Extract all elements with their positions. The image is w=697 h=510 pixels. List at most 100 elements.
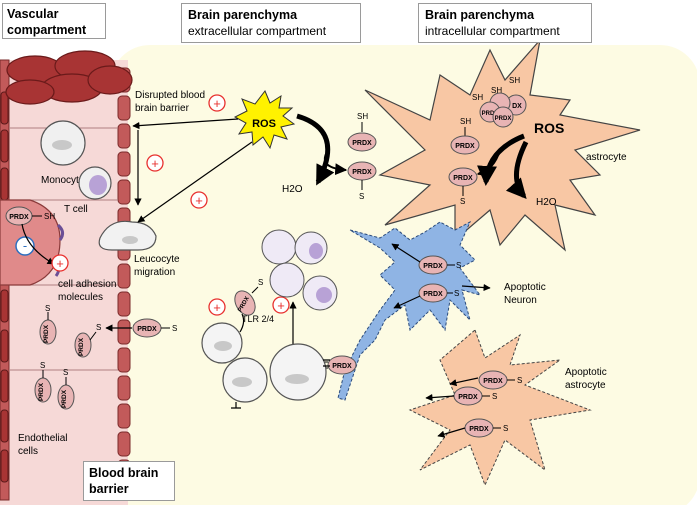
disrupted-bbb-label-1: Disrupted blood	[135, 90, 205, 101]
astro-cycle-arrow	[476, 149, 501, 178]
svg-text:S: S	[454, 289, 459, 298]
minus-badge: -	[15, 236, 35, 256]
h2o-intracellular-label: H2O	[536, 197, 557, 208]
neuron-prdx: PRDX S PRDX S	[418, 255, 461, 303]
ros-intracellular-label: ROS	[534, 120, 564, 136]
adhesion-label-1: cell adhesion	[58, 279, 116, 290]
svg-text:S: S	[503, 424, 508, 433]
svg-text:PRDX: PRDX	[352, 169, 372, 176]
vascular-compartment-title: Vascular compartment	[7, 7, 87, 37]
leucocyte-label-1: Leucocyte	[134, 254, 180, 265]
neuron-release-arrows	[391, 243, 491, 309]
svg-text:S: S	[172, 324, 177, 333]
entering-prdx: PRDX S	[132, 318, 177, 338]
vessel-prdx-group: PRDX S PRDX S PRDX S PRDX S	[34, 304, 101, 410]
apoptotic-astro-arrows	[425, 377, 479, 438]
h2o-extracellular-label: H2O	[282, 184, 303, 195]
tlr-prdx: PRDX S	[234, 278, 263, 316]
tcell-prdx: PRDX SH	[5, 206, 55, 226]
svg-text:S: S	[456, 261, 461, 270]
endothelial-right-column	[117, 67, 131, 485]
svg-text:PRDX: PRDX	[458, 394, 478, 401]
svg-text:PRDX: PRDX	[352, 140, 372, 147]
svg-text:PRDX: PRDX	[423, 291, 443, 298]
svg-text:+: +	[277, 298, 285, 313]
astrocyte-label: astrocyte	[586, 152, 627, 163]
svg-text:PRDX: PRDX	[455, 143, 475, 150]
svg-text:PRDX: PRDX	[61, 389, 68, 408]
svg-text:PRDX: PRDX	[469, 426, 489, 433]
astro-down-curve	[505, 140, 529, 199]
svg-text:PRDX: PRDX	[453, 175, 473, 182]
svg-text:+: +	[56, 256, 64, 271]
svg-text:SH: SH	[44, 212, 55, 221]
endothelial-left-nuclei	[0, 91, 9, 483]
apoptotic-astro-label-1: Apoptotic	[565, 367, 607, 378]
tcell-arrow	[21, 223, 55, 265]
svg-text:+: +	[213, 96, 221, 111]
svg-text:S: S	[45, 304, 50, 313]
apoptotic-astro-label-2: astrocyte	[565, 380, 606, 391]
svg-text:PRDX: PRDX	[9, 214, 29, 221]
svg-text:PRDX: PRDX	[495, 116, 512, 122]
intracellular-header-subtitle: intracellular compartment	[425, 24, 560, 38]
ros-arrows	[132, 118, 253, 223]
axon-prdx: PRDX	[318, 355, 357, 375]
extracellular-immune-cells	[261, 229, 338, 311]
svg-text:PRDX: PRDX	[332, 363, 352, 370]
leucocyte-label-2: migration	[134, 267, 175, 278]
tlr-label: TLR 2/4	[242, 314, 274, 324]
monocyte-label: Monocyte	[41, 175, 85, 186]
plus-badges: + + + + + +	[51, 94, 290, 316]
svg-text:DX: DX	[512, 103, 522, 110]
svg-text:-: -	[23, 238, 27, 253]
svg-text:S: S	[517, 376, 522, 385]
vascular-compartment-header: Vascular compartment	[2, 3, 106, 39]
astrocyte-prdx-cluster: SH PRDX SH SH SH DX PRDX PRDX PRDX S	[448, 76, 527, 206]
ros-extracellular-label: ROS	[252, 118, 276, 130]
leucocyte-nucleus	[122, 236, 138, 244]
extracellular-header: Brain parenchyma extracellular compartme…	[181, 3, 361, 43]
svg-text:PRDX: PRDX	[43, 324, 50, 343]
svg-text:+: +	[151, 156, 159, 171]
extracellular-header-title: Brain parenchyma	[188, 8, 298, 22]
svg-text:SH: SH	[491, 86, 502, 95]
svg-text:+: +	[195, 193, 203, 208]
svg-text:S: S	[460, 197, 465, 206]
red-blood-cells	[5, 50, 133, 105]
adhesion-label-2: molecules	[58, 292, 103, 303]
apoptotic-neuron-label-1: Apoptotic	[504, 282, 546, 293]
leucocyte-cell	[98, 220, 157, 251]
extracellular-prdx-cycle: SH PRDX PRDX S	[347, 112, 377, 201]
prdx-cycle-arrow	[324, 153, 348, 176]
apoptotic-neuron-label-2: Neuron	[504, 295, 537, 306]
svg-text:SH: SH	[509, 76, 520, 85]
astrocyte-cell	[364, 37, 641, 252]
svg-text:SH: SH	[472, 93, 483, 102]
svg-text:PRDX: PRDX	[78, 337, 85, 356]
endothelial-label-2: cells	[18, 446, 38, 457]
ros-h2o-curve	[296, 113, 335, 186]
svg-text:PRDX: PRDX	[483, 378, 503, 385]
intracellular-header: Brain parenchyma intracellular compartme…	[418, 3, 592, 43]
blood-brain-barrier-footer: Blood brain barrier	[83, 461, 175, 501]
svg-text:S: S	[40, 361, 45, 370]
svg-text:SH: SH	[357, 112, 368, 121]
svg-text:PRDX: PRDX	[38, 382, 45, 401]
svg-text:S: S	[258, 278, 263, 287]
blood-brain-barrier-title: Blood brain barrier	[89, 466, 159, 496]
intracellular-header-title: Brain parenchyma	[425, 8, 535, 22]
svg-text:PRDX: PRDX	[423, 263, 443, 270]
svg-text:S: S	[492, 392, 497, 401]
svg-text:+: +	[213, 300, 221, 315]
endothelial-label-1: Endothelial	[18, 433, 67, 444]
monocyte-cell	[40, 120, 86, 166]
svg-text:S: S	[359, 192, 364, 201]
tlr-cells	[201, 322, 327, 403]
lymphocyte-cell	[78, 166, 112, 200]
ros-burst	[233, 90, 296, 150]
svg-text:PRDX: PRDX	[137, 326, 157, 333]
extracellular-header-subtitle: extracellular compartment	[188, 24, 327, 38]
